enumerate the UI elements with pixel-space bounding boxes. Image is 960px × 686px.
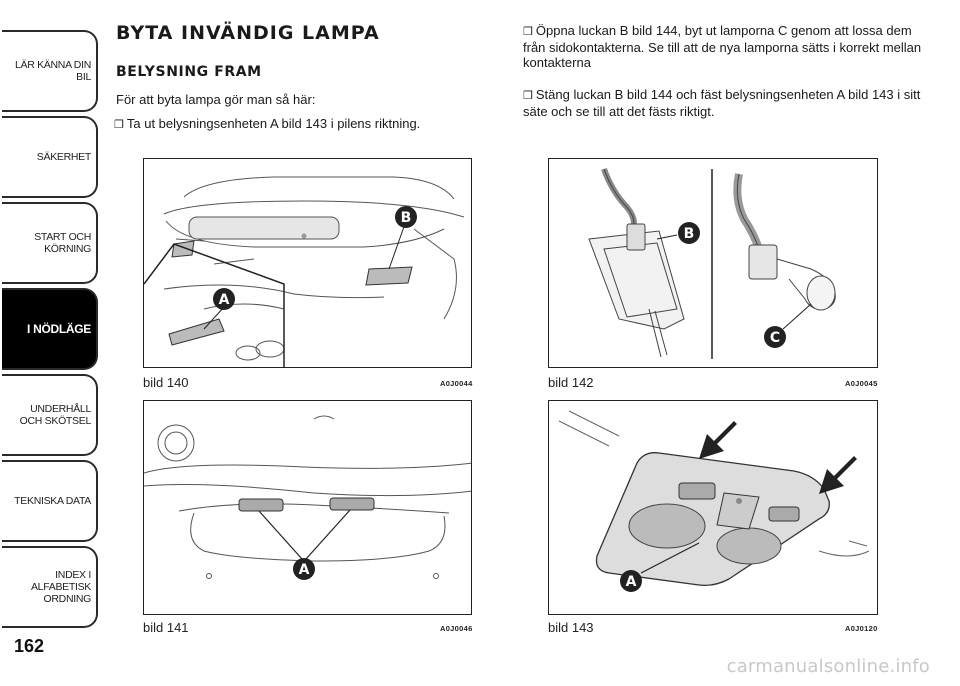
caption-bild-141: bild 141 <box>143 620 189 635</box>
caption-bild-142: bild 142 <box>548 375 594 390</box>
plate-lights-illustration: A <box>144 415 471 580</box>
tab-i-nodlage[interactable]: I NÖDLÄGE <box>2 288 98 370</box>
caption-bild-143: bild 143 <box>548 620 594 635</box>
section-sidebar: LÄR KÄNNA DIN BIL SÄKERHET START OCH KÖR… <box>0 0 100 640</box>
lamp-replacement-illustration: B C <box>588 167 836 359</box>
tab-start-och-korning[interactable]: START OCH KÖRNING <box>2 202 98 284</box>
bullet-checkbox-icon: ❒ <box>523 90 533 102</box>
arrow-down-left-icon <box>819 456 857 494</box>
step-1: ❒Ta ut belysningsenheten A bild 143 i pi… <box>114 116 421 131</box>
label-b-icon: B <box>678 222 700 244</box>
page-title: BYTA INVÄNDIG LAMPA <box>116 22 380 44</box>
label-a-icon: A <box>620 570 642 592</box>
intro-text: För att byta lampa gör man så här: <box>116 92 316 107</box>
figure-code-142: A0J0045 <box>845 379 878 388</box>
svg-text:C: C <box>770 330 780 346</box>
tab-index-i-alfabetisk-ordning[interactable]: INDEX I ALFABETISK ORDNING <box>2 546 98 628</box>
figure-code-143: A0J0120 <box>845 624 878 633</box>
tab-sakerhet[interactable]: SÄKERHET <box>2 116 98 198</box>
step-3: ❒Stäng luckan B bild 144 och fäst belysn… <box>523 87 921 119</box>
label-a-icon: A <box>293 558 315 580</box>
label-a-icon: A <box>213 288 235 310</box>
label-c-icon: C <box>764 326 786 348</box>
svg-text:B: B <box>401 210 412 226</box>
tab-tekniska-data[interactable]: TEKNISKA DATA <box>2 460 98 542</box>
label-b-icon: B <box>395 206 417 228</box>
caption-bild-140: bild 140 <box>143 375 189 390</box>
tab-lar-kanna-din-bil[interactable]: LÄR KÄNNA DIN BIL <box>2 30 98 112</box>
bullet-checkbox-icon: ❒ <box>523 26 533 38</box>
watermark: carmanualsonline.info <box>726 656 930 677</box>
svg-text:A: A <box>299 562 310 578</box>
figure-code-141: A0J0046 <box>440 624 473 633</box>
bullet-checkbox-icon: ❒ <box>114 119 124 131</box>
figure-bild-140: A B <box>143 158 472 368</box>
figure-bild-143: A <box>548 400 878 615</box>
svg-text:A: A <box>219 292 230 308</box>
page-number: 162 <box>14 636 45 656</box>
svg-text:B: B <box>684 226 695 242</box>
step-2: ❒Öppna luckan B bild 144, byt ut lamporn… <box>523 23 922 70</box>
tab-underhall-och-skotsel[interactable]: UNDERHÅLL OCH SKÖTSEL <box>2 374 98 456</box>
figure-bild-141: A <box>143 400 472 615</box>
figure-bild-142: B C <box>548 158 878 368</box>
rear-bumper-illustration: A B <box>144 176 465 367</box>
figure-code-140: A0J0044 <box>440 379 473 388</box>
svg-text:A: A <box>626 574 637 590</box>
section-subtitle: BELYSNING FRAM <box>116 64 262 80</box>
arrow-down-left-icon <box>699 421 737 459</box>
roof-light-illustration: A <box>558 410 870 592</box>
